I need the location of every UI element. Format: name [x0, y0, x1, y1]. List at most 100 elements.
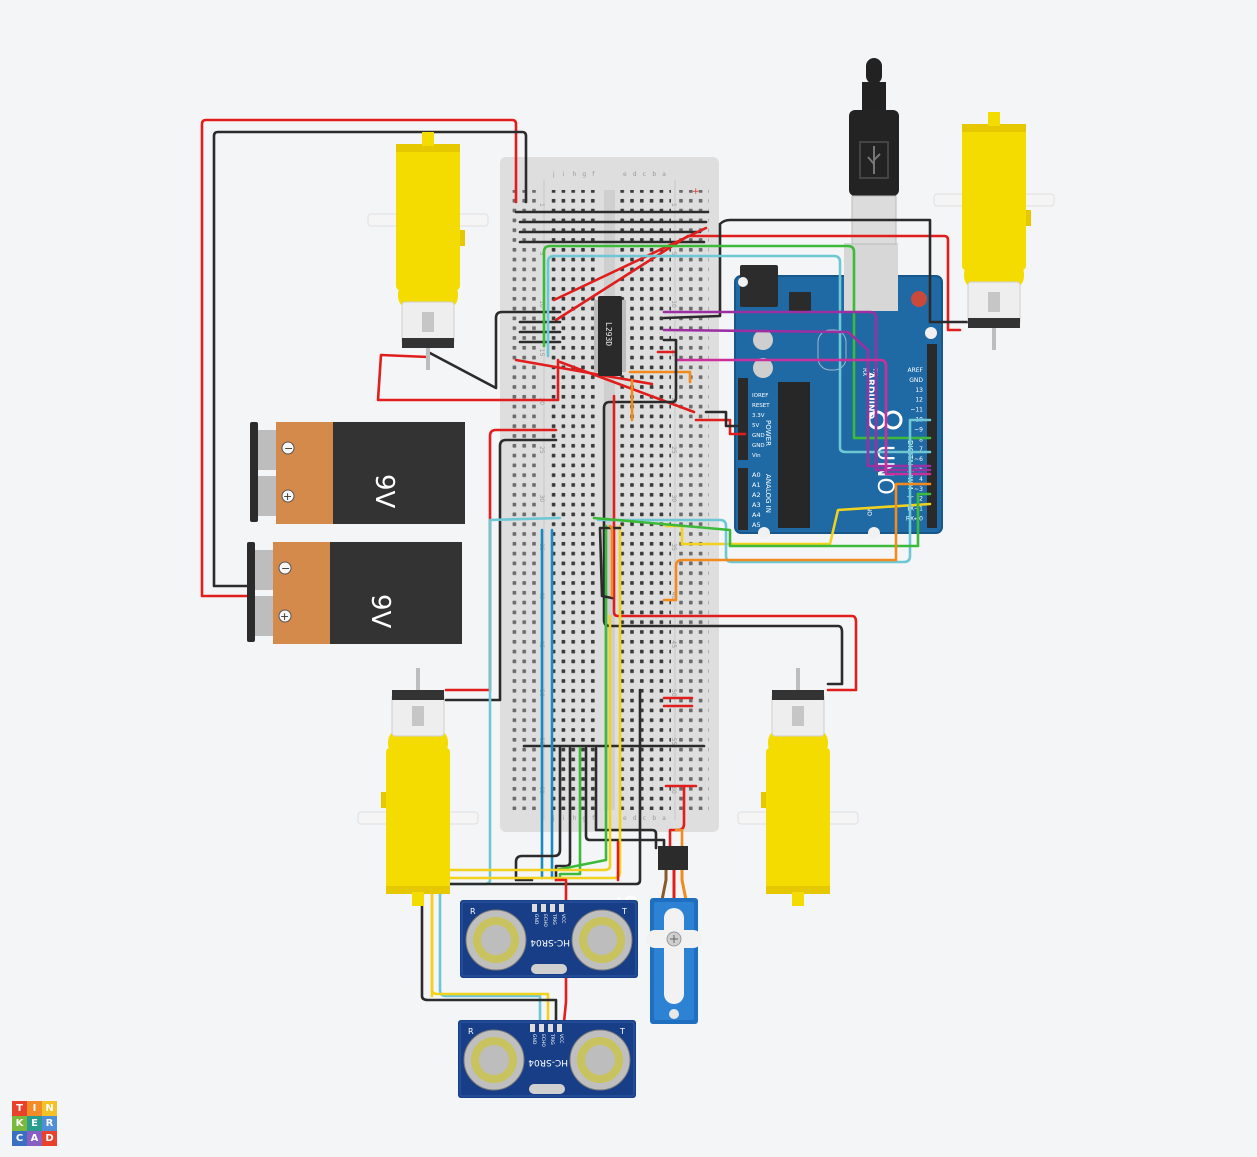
- column-letter: g: [582, 815, 586, 822]
- atmega-chip: [778, 382, 810, 528]
- wire-motor-tr-black: [662, 218, 972, 324]
- column-letter: j: [552, 171, 555, 178]
- analog-pin-label: A4: [752, 511, 761, 519]
- svg-text:T: T: [619, 1027, 625, 1036]
- column-letter: e: [623, 171, 627, 178]
- analog-pin-label: A3: [752, 501, 761, 509]
- wire-magenta: [674, 358, 932, 476]
- row-number-left: 15: [538, 349, 545, 357]
- wire-motor-bl-black: [444, 438, 558, 702]
- digital-pin-label: 13: [915, 387, 923, 394]
- battery-1-voltage: 9V: [369, 474, 399, 509]
- power-pin-label: 5V: [752, 423, 759, 429]
- digital-pin-label: TX→1: [905, 506, 923, 513]
- column-letter: h: [573, 815, 577, 822]
- digital-pin-label: AREF: [907, 367, 923, 374]
- ic-label: L293D: [604, 322, 613, 346]
- row-number-right: 30: [670, 495, 677, 503]
- digital-pin-label: RX←0: [906, 516, 923, 523]
- column-letter: e: [623, 815, 627, 822]
- digital-pin-label: 12: [915, 397, 923, 404]
- logo-letter: R: [42, 1116, 57, 1131]
- row-number-right: 45: [670, 640, 677, 648]
- row-number-right: 35: [670, 543, 677, 551]
- usb-symbol-icon: [859, 141, 889, 179]
- digital-pin-label: 2: [919, 496, 923, 503]
- row-number-right: 1: [670, 203, 677, 207]
- wire-motor-tr-red: [688, 234, 962, 332]
- sensor-1-pin-label: VCC: [560, 914, 566, 923]
- logo-letter: E: [27, 1116, 42, 1131]
- logo-letter: D: [42, 1131, 57, 1146]
- usb-cable: [849, 58, 899, 245]
- svg-text:T: T: [621, 907, 627, 916]
- column-letter: j: [552, 815, 555, 822]
- power-pin-label: Vin: [752, 453, 761, 459]
- row-number-right: 50: [670, 689, 677, 697]
- digital-pin-label: 7: [919, 446, 923, 453]
- wire-green-d5: [542, 244, 932, 440]
- on-label: ON: [867, 507, 874, 516]
- battery-2: − +: [246, 541, 463, 645]
- motor-top-left: [367, 131, 489, 371]
- column-letter: i: [563, 171, 565, 178]
- column-letter: h: [573, 171, 577, 178]
- sensor-2-pin-label: GND: [531, 1034, 537, 1045]
- row-number-left: 10: [538, 300, 545, 308]
- logo-letter: C: [12, 1131, 27, 1146]
- sensor-1-pin-label: TRIG: [551, 913, 557, 925]
- wire-green-2: [592, 492, 932, 548]
- power-pin-label: GND: [752, 443, 765, 449]
- column-letter: b: [652, 171, 656, 178]
- digital-pin-label: ~6: [914, 456, 923, 463]
- column-letter: d: [633, 171, 637, 178]
- sensor-2-pin-label: TRIG: [549, 1033, 555, 1045]
- sensor-1-pin-label: ECHO: [542, 914, 548, 927]
- column-letter: f: [592, 171, 595, 178]
- sensor-2-label: HC-SR04: [528, 1057, 568, 1067]
- power-pin-label: IOREF: [752, 393, 768, 399]
- digital-pin-label: GND: [909, 377, 923, 384]
- svg-text:+: +: [280, 610, 289, 623]
- row-number-left: 20: [538, 397, 545, 405]
- power-header-label: POWER: [764, 420, 772, 446]
- ultrasonic-sensor-2: R T HC-SR04: [457, 1019, 637, 1099]
- column-letter: i: [563, 815, 565, 822]
- l293d-chip: L293D: [594, 296, 626, 376]
- servo-motor: [646, 846, 702, 1024]
- battery-2-voltage: 9V: [365, 594, 395, 629]
- logo-letter: N: [42, 1101, 57, 1116]
- row-number-right: 55: [670, 738, 677, 746]
- wire-motor-bl-red: [444, 428, 558, 692]
- reset-button-icon: [911, 291, 927, 307]
- analog-pin-label: A2: [752, 491, 761, 499]
- column-letter: a: [662, 171, 666, 178]
- sensor-2-pin-label: ECHO: [540, 1034, 546, 1047]
- svg-text:−: −: [284, 442, 293, 455]
- column-letter: f: [592, 815, 595, 822]
- wire-motor-tl-red: [376, 353, 560, 402]
- wire-motor-br-black: [602, 338, 844, 686]
- digital-pin-label: ~3: [914, 486, 923, 493]
- wire-cyan: [546, 254, 932, 454]
- motor-top-right: [933, 111, 1055, 351]
- breadboard: +: [500, 157, 719, 832]
- svg-text:+: +: [283, 490, 292, 503]
- row-number-right: 5: [670, 252, 677, 256]
- tx-label: TX: [871, 367, 878, 376]
- column-letter: g: [582, 171, 586, 178]
- row-number-left: 5: [538, 252, 545, 256]
- row-number-right: 40: [670, 592, 677, 600]
- power-pin-label: GND: [752, 433, 765, 439]
- logo-letter: I: [27, 1101, 42, 1116]
- column-letter: b: [652, 815, 656, 822]
- rx-label: RX: [861, 368, 868, 376]
- svg-text:−: −: [281, 562, 290, 575]
- row-number-right: 25: [670, 446, 677, 454]
- digital-pin-label: 8: [919, 436, 923, 443]
- sensor-1-pin-label: GND: [533, 914, 539, 925]
